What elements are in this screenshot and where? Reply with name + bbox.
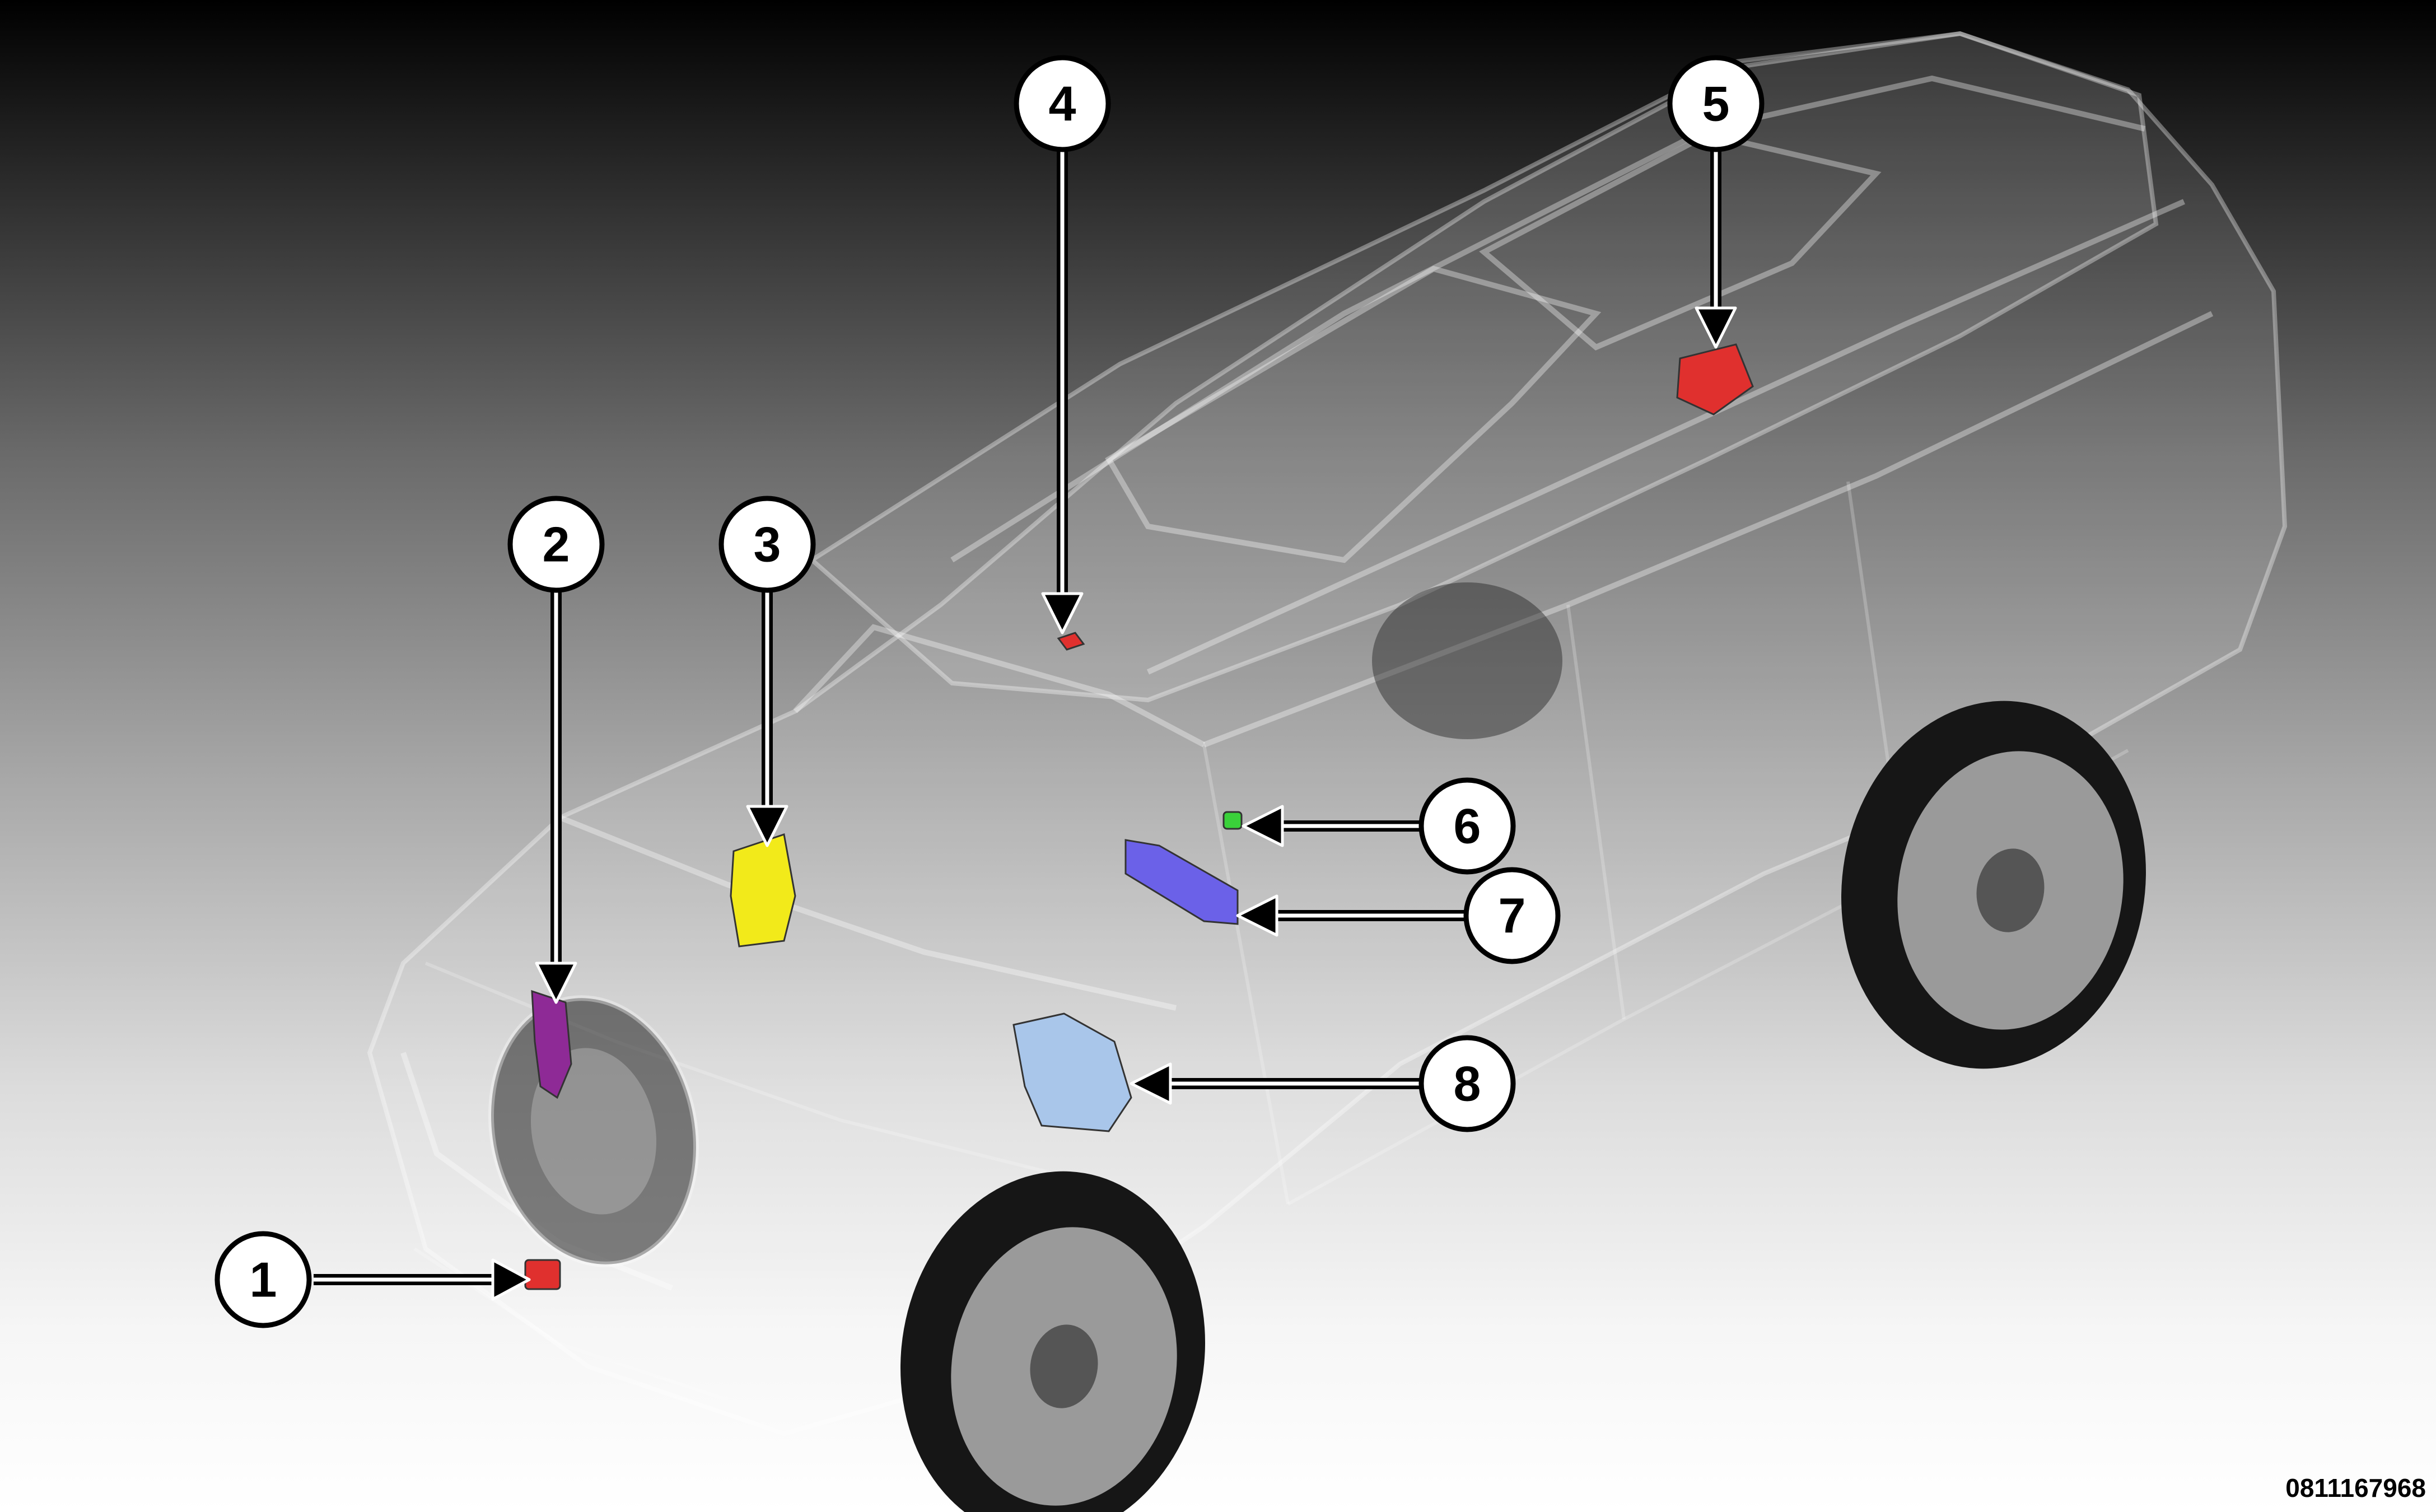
- leader-arrow-7: [1236, 894, 1278, 937]
- vehicle-illustration: [367, 31, 2288, 1512]
- callout-number: 1: [250, 1252, 277, 1308]
- component-7: [1124, 839, 1239, 925]
- component-8: [1012, 1012, 1132, 1132]
- callout-number: 2: [543, 517, 570, 572]
- leader-arrow-4: [1041, 592, 1084, 634]
- component-3: [730, 833, 796, 948]
- component-6: [1222, 811, 1243, 830]
- callout-3: 3: [718, 496, 816, 593]
- callout-1: 1: [214, 1231, 312, 1328]
- leader-arrow-5: [1695, 306, 1737, 349]
- leader-arrow-8: [1130, 1062, 1172, 1105]
- leader-arrow-2: [535, 962, 577, 1004]
- figure-id: 0811167968: [2285, 1473, 2426, 1502]
- component-2: [531, 990, 572, 1099]
- callout-number: 5: [1702, 76, 1730, 132]
- leader-lines: [314, 137, 1737, 1301]
- callout-2: 2: [507, 496, 605, 593]
- highlighted-components: [524, 343, 1754, 1290]
- callout-number: 8: [1454, 1056, 1481, 1112]
- callout-number: 4: [1049, 76, 1076, 132]
- callout-8: 8: [1418, 1035, 1516, 1132]
- callout-5: 5: [1667, 55, 1765, 152]
- callout-number: 7: [1499, 888, 1526, 944]
- leader-arrow-3: [746, 805, 788, 847]
- component-1: [524, 1259, 561, 1290]
- callout-number: 3: [754, 517, 781, 572]
- leader-arrow-1: [491, 1258, 531, 1301]
- callouts: 1 2 3 4 5 6 7 8: [214, 55, 1765, 1328]
- leader-arrow-6: [1242, 805, 1284, 847]
- callout-6: 6: [1418, 777, 1516, 875]
- component-5: [1676, 343, 1754, 416]
- callout-7: 7: [1463, 867, 1561, 964]
- component-4: [1057, 632, 1085, 651]
- callout-number: 6: [1454, 799, 1481, 854]
- callout-4: 4: [1014, 55, 1111, 152]
